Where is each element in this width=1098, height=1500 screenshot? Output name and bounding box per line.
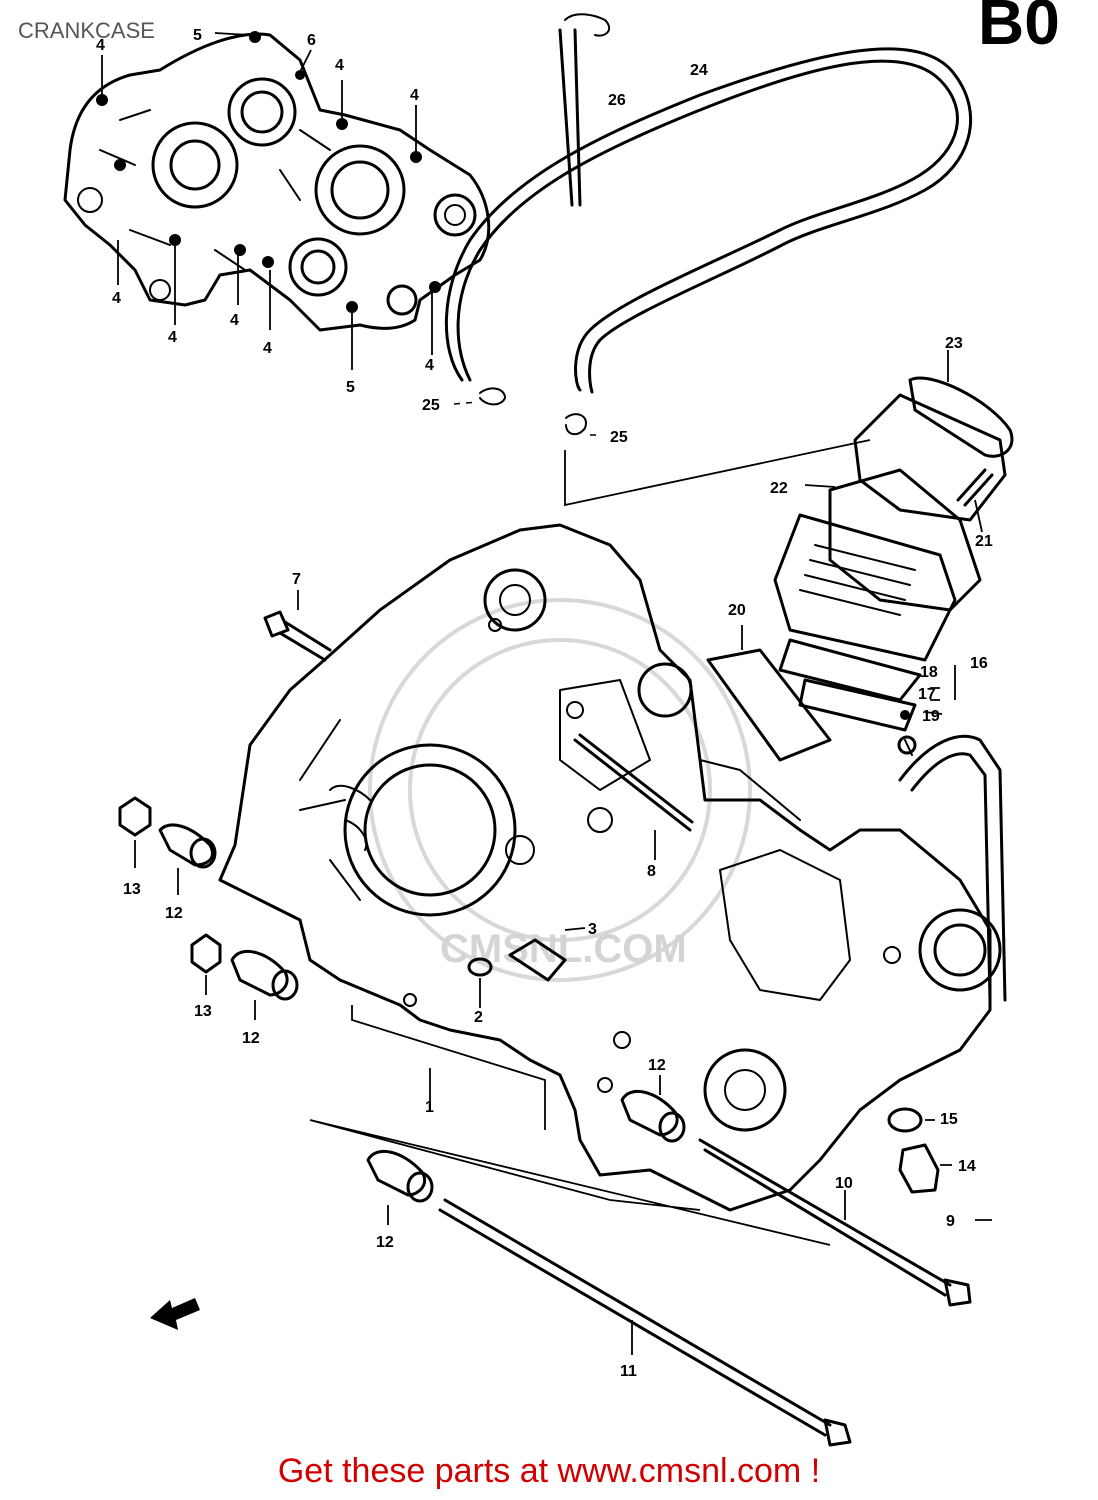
callout-13a: 13 (123, 881, 141, 898)
watermark-text: CMSNL.COM (440, 927, 687, 971)
watermark: CMSNL.COM (368, 598, 752, 982)
long-bolt-10 (698, 1138, 972, 1307)
bushing-12d (366, 1150, 434, 1203)
callout-7: 7 (292, 571, 301, 588)
tube-clip-26 (564, 13, 611, 37)
callout-4f: 4 (230, 312, 239, 329)
callout-17: 17 (918, 686, 936, 703)
callout-19: 19 (922, 708, 940, 725)
callout-14: 14 (958, 1158, 976, 1175)
long-bolt-11 (438, 1198, 852, 1447)
bushing-12c (620, 1090, 686, 1143)
diagram-title: CRANKCASE (18, 18, 155, 43)
callout-12d: 12 (376, 1234, 394, 1251)
vent-tube-26 (558, 28, 582, 207)
callout-4d: 4 (112, 290, 121, 307)
callout-4h: 4 (425, 357, 434, 374)
o-ring-2 (467, 957, 493, 977)
crankcase-main-body (218, 523, 1007, 1212)
bushing-12b (230, 950, 299, 1001)
callout-4a: 4 (335, 57, 344, 74)
reed-valve-assembly (706, 376, 1014, 762)
callout-5a: 5 (193, 27, 202, 44)
hose-24 (456, 59, 959, 392)
page-reference: B0 (978, 0, 1060, 58)
callout-11: 11 (620, 1363, 637, 1380)
pin-8 (573, 733, 694, 832)
callout-4e: 4 (168, 329, 177, 346)
dowel-pin-3 (508, 938, 567, 982)
crankcase-half-small (63, 31, 491, 332)
callout-24: 24 (690, 62, 708, 79)
callout-21: 21 (975, 533, 993, 550)
callout-5b: 5 (346, 379, 355, 396)
callout-18: 18 (920, 664, 938, 681)
callout-12b: 12 (242, 1030, 260, 1047)
washer-15 (887, 1107, 923, 1133)
front-direction-arrow-icon (150, 1298, 200, 1330)
footer-link-text[interactable]: Get these parts at www.cmsnl.com ! (277, 1452, 821, 1490)
callout-4g: 4 (263, 340, 272, 357)
callout-12c: 12 (648, 1057, 666, 1074)
callout-12a: 12 (165, 905, 183, 922)
drain-plug-14 (898, 1143, 940, 1194)
clamp-25b (565, 413, 587, 436)
hose-24-outer (444, 47, 972, 394)
callout-22: 22 (770, 480, 788, 497)
nut-13b (190, 933, 222, 974)
callout-15: 15 (940, 1111, 958, 1128)
callout-2: 2 (474, 1009, 483, 1026)
callout-4b: 4 (410, 87, 419, 104)
callout-20: 20 (728, 602, 746, 619)
callout-6: 6 (307, 32, 316, 49)
callout-16: 16 (970, 655, 988, 672)
callout-3: 3 (588, 921, 597, 938)
callout-9: 9 (946, 1213, 955, 1230)
bushing-12a (158, 823, 217, 869)
callout-10: 10 (835, 1175, 853, 1192)
callout-25a: 25 (422, 397, 440, 414)
callout-8: 8 (647, 863, 656, 880)
clamp-25a (479, 387, 506, 406)
callout-4c: 4 (96, 37, 105, 54)
callout-23: 23 (945, 335, 963, 352)
callout-25b: 25 (610, 429, 628, 446)
nut-13a (118, 796, 152, 837)
callout-13b: 13 (194, 1003, 212, 1020)
callout-1: 1 (425, 1099, 434, 1116)
bolt-7 (263, 610, 332, 662)
callout-26: 26 (608, 92, 626, 109)
